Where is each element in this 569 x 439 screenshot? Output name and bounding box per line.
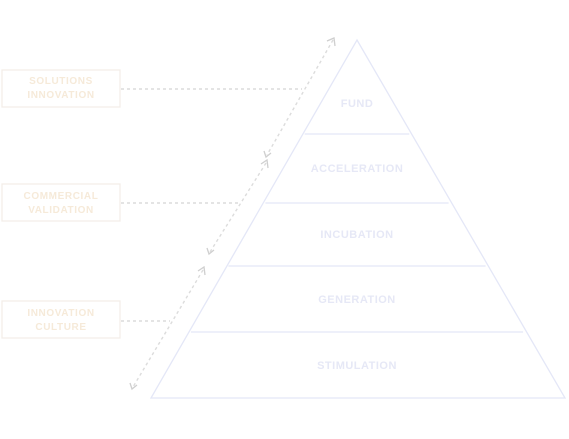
side-label-line: CULTURE [35, 322, 86, 333]
dashed-arrow-segment [132, 269, 204, 388]
arrow-tail-icon [263, 150, 272, 159]
side-label-line: INNOVATION [27, 308, 94, 319]
side-label-line: INNOVATION [27, 90, 94, 101]
pyramid-outline [149, 38, 567, 399]
arrow-head-icon [326, 37, 336, 47]
pyramid-level-label: GENERATION [318, 294, 396, 306]
side-label-box [1, 183, 121, 222]
pyramid-level-label: STIMULATION [317, 360, 397, 372]
side-label-box [1, 300, 121, 339]
pyramid-level-label: ACCELERATION [311, 163, 404, 175]
arrow-head-icon [260, 158, 269, 169]
arrow-head-icon [197, 265, 206, 276]
dashed-arrow-segment [209, 162, 267, 253]
side-label-line: SOLUTIONS [29, 76, 93, 87]
pyramid-level-label: FUND [341, 98, 374, 110]
side-label-line: VALIDATION [28, 205, 94, 216]
arrow-tail-icon [206, 247, 215, 256]
pyramid-level-label: INCUBATION [320, 229, 393, 241]
side-label-line: COMMERCIAL [24, 191, 99, 202]
arrow-tail-icon [129, 382, 138, 391]
side-label-box [1, 69, 121, 108]
dashed-arrow-segment [266, 39, 334, 156]
